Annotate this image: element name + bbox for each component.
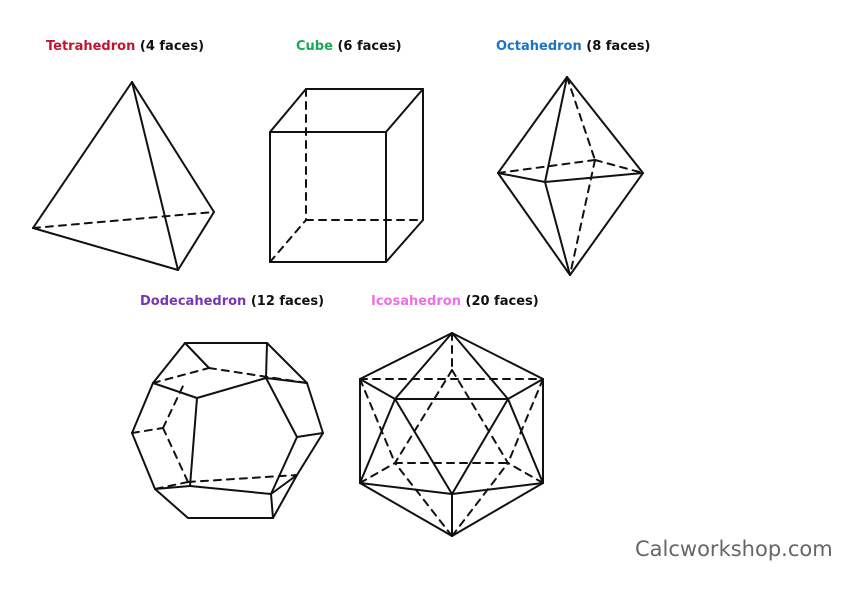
cube-label: Cube (6 faces) [296, 39, 402, 54]
icosahedron-name: Icosahedron [371, 294, 461, 309]
dodecahedron-faces: (12 faces) [250, 294, 325, 309]
cube-faces: (6 faces) [337, 39, 402, 54]
watermark-text: Calcworkshop.com [635, 537, 833, 561]
tetrahedron-name: Tetrahedron [46, 39, 136, 54]
dodecahedron-label: Dodecahedron (12 faces) [140, 294, 324, 309]
cube-name: Cube [296, 39, 333, 54]
dodecahedron-name: Dodecahedron [140, 294, 247, 309]
octahedron-name: Octahedron [496, 39, 582, 54]
cube-figure [269, 88, 424, 263]
tetrahedron-figure [32, 81, 215, 271]
icosahedron-faces: (20 faces) [465, 294, 539, 309]
octahedron-figure [497, 76, 644, 276]
tetrahedron-label: Tetrahedron (4 faces) [46, 39, 204, 54]
dodecahedron-figure [131, 342, 324, 519]
octahedron-faces: (8 faces) [586, 39, 651, 54]
icosahedron-label: Icosahedron (20 faces) [371, 294, 539, 309]
octahedron-label: Octahedron (8 faces) [496, 39, 650, 54]
icosahedron-figure [359, 332, 544, 537]
tetrahedron-faces: (4 faces) [139, 39, 205, 54]
